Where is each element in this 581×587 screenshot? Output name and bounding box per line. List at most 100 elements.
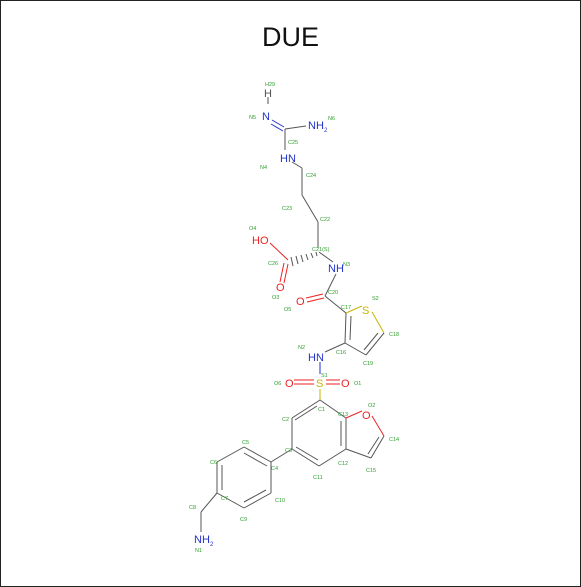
bond-c16-n2 bbox=[324, 342, 346, 353]
label-c2: C2 bbox=[282, 417, 289, 423]
bond-c16-c17-b bbox=[349, 315, 352, 341]
bond-n3-c20 bbox=[324, 273, 337, 297]
bond-c5-c6 bbox=[216, 446, 245, 463]
label-s2: S2 bbox=[372, 296, 379, 302]
bond-c7-c9 bbox=[216, 492, 245, 509]
bond-c3-c11 bbox=[291, 448, 320, 467]
bond-n5-c25-b bbox=[270, 123, 284, 132]
label-c18: C18 bbox=[389, 332, 399, 338]
atom-n2: HN bbox=[308, 352, 324, 364]
label-h29: H29 bbox=[265, 82, 275, 88]
bond-c19-c16 bbox=[344, 342, 367, 356]
atom-n1: NH bbox=[194, 534, 210, 546]
label-c22: C22 bbox=[320, 217, 330, 223]
bond-c11-c12 bbox=[318, 448, 347, 467]
bond-c1-c2 bbox=[291, 399, 321, 419]
bond-c1-c2-inner bbox=[294, 405, 318, 421]
bond-c4-c5-inner bbox=[243, 452, 268, 467]
bond-s2-c18 bbox=[371, 311, 385, 334]
label-c20: C20 bbox=[328, 290, 338, 296]
label-n6: N6 bbox=[328, 116, 335, 122]
molecule-title: DUE bbox=[261, 22, 319, 52]
label-o4: O4 bbox=[249, 226, 256, 232]
bond-c14-c15 bbox=[370, 435, 385, 459]
atom-o1: O bbox=[341, 378, 350, 390]
label-c14: C14 bbox=[389, 437, 399, 443]
label-o6: O6 bbox=[274, 381, 281, 387]
bond-c13-o2 bbox=[345, 410, 363, 419]
atom-n6-subscript: 2 bbox=[324, 128, 328, 134]
label-c24: C24 bbox=[306, 173, 316, 179]
bond-c25-n6 bbox=[284, 125, 307, 130]
label-n4: N4 bbox=[260, 165, 267, 171]
label-o2: O2 bbox=[368, 403, 375, 409]
bond-c4-c5 bbox=[243, 446, 272, 463]
atom-n6: NH bbox=[308, 120, 324, 132]
label-n2: N2 bbox=[298, 345, 305, 351]
label-c8: C8 bbox=[189, 505, 196, 511]
atom-s1: S bbox=[316, 378, 323, 390]
atom-h29: H bbox=[264, 88, 272, 100]
label-c4: C4 bbox=[271, 466, 278, 472]
bond-c26-o3-a bbox=[279, 262, 285, 283]
label-c25: C25 bbox=[288, 140, 298, 146]
label-n5: N5 bbox=[249, 115, 256, 121]
label-c6: C6 bbox=[210, 460, 217, 466]
label-n1: N1 bbox=[195, 548, 202, 554]
bond-c18-c19-a bbox=[365, 332, 385, 356]
bond-c20-o5-b bbox=[306, 297, 325, 303]
label-c9: C9 bbox=[240, 517, 247, 523]
label-c7: C7 bbox=[221, 496, 228, 502]
label-c1: C1 bbox=[318, 407, 325, 413]
bond-c23-c22 bbox=[301, 194, 319, 223]
bond-c7-c8 bbox=[200, 492, 218, 513]
label-o1: O1 bbox=[354, 381, 361, 387]
bond-c21-n3 bbox=[318, 251, 334, 263]
bond-c26-o4 bbox=[269, 242, 289, 261]
label-c17: C17 bbox=[341, 305, 351, 311]
label-c19: C19 bbox=[363, 361, 373, 367]
atom-o2: O bbox=[362, 410, 371, 422]
atom-s2: S bbox=[362, 305, 369, 317]
bond-c13-c1 bbox=[319, 399, 347, 419]
bonds bbox=[200, 97, 385, 532]
label-o5: O5 bbox=[284, 307, 291, 313]
bond-c3-c11-inner bbox=[295, 446, 319, 461]
atom-symbols: H N NH 2 HN HO O NH O S HN S O O O NH 2 bbox=[194, 88, 371, 548]
label-c5: C5 bbox=[242, 440, 249, 446]
atom-n5: N bbox=[262, 111, 270, 123]
bond-c14-c15-inner bbox=[367, 436, 380, 455]
label-c15: C15 bbox=[366, 468, 376, 474]
label-c16: C16 bbox=[336, 350, 346, 356]
label-c11: C11 bbox=[313, 475, 323, 481]
bond-c9-c10 bbox=[243, 492, 272, 509]
bond-c16-c17-a bbox=[344, 312, 347, 344]
atom-labels: H29 N5 N6 C25 N4 C24 C23 C22 O4 C21(S) N… bbox=[189, 82, 399, 554]
bond-n5-c25-a bbox=[271, 119, 285, 128]
bond-n4-c24 bbox=[291, 161, 303, 169]
label-c23: C23 bbox=[282, 206, 292, 212]
label-c13: C13 bbox=[338, 412, 348, 418]
atom-n3: NH bbox=[328, 263, 344, 275]
bond-c26-o3-b bbox=[283, 263, 289, 284]
atom-o5: O bbox=[296, 296, 305, 308]
label-c3: C3 bbox=[285, 448, 292, 454]
bond-o2-c14 bbox=[371, 415, 385, 437]
bond-c21-c26-hash bbox=[290, 251, 318, 267]
atom-o3: O bbox=[276, 282, 285, 294]
label-s1: S1 bbox=[321, 373, 328, 379]
bond-c9-c10-inner bbox=[243, 489, 267, 503]
label-c21: C21(S) bbox=[312, 247, 330, 253]
atom-n4: HN bbox=[280, 153, 296, 165]
atom-o4: HO bbox=[252, 235, 269, 247]
atom-o6: O bbox=[285, 378, 294, 390]
bond-c20-c17 bbox=[324, 295, 347, 314]
label-c10: C10 bbox=[275, 498, 285, 504]
label-n3: N3 bbox=[343, 262, 350, 268]
bond-c17-s2 bbox=[345, 305, 363, 314]
label-c12: C12 bbox=[338, 461, 348, 467]
atom-n1-subscript: 2 bbox=[210, 542, 214, 548]
label-o3: O3 bbox=[272, 295, 279, 301]
